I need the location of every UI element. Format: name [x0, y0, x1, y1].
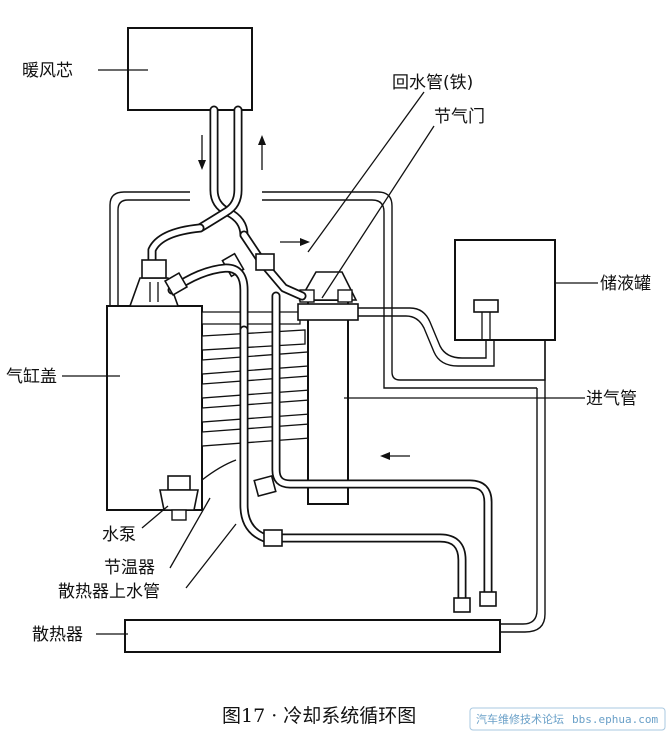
- heater-hoses: [195, 105, 249, 240]
- label-throttle: 节气门: [434, 107, 485, 127]
- label-cylinder-head: 气缸盖: [6, 366, 57, 387]
- intake-manifold-runners: [201, 311, 311, 447]
- throttle-body: [297, 271, 359, 321]
- label-reservoir: 储液罐: [600, 274, 651, 294]
- watermark-url: bbs.ephua.com: [572, 713, 658, 726]
- radiator-box: [124, 619, 501, 653]
- head-bypass-hose: [163, 263, 249, 335]
- reservoir-outlet: [473, 299, 499, 340]
- label-intake-pipe: 进气管: [586, 389, 637, 409]
- reservoir-to-radiator-pipe: [500, 340, 546, 633]
- label-radiator: 散热器: [32, 625, 83, 645]
- heater-flow-arrows: [198, 135, 266, 170]
- label-return-pipe: 回水管(铁): [392, 73, 473, 93]
- intake-pipe-column: [307, 299, 349, 505]
- label-thermostat: 节温器: [104, 558, 155, 578]
- outer-loop-pipe: [109, 191, 546, 389]
- label-radiator-upper-hose: 散热器上水管: [58, 582, 160, 602]
- water-pump: [159, 459, 237, 521]
- head-outlet-fitting: [128, 259, 180, 307]
- label-water-pump: 水泵: [102, 525, 136, 545]
- reservoir-box: [454, 239, 556, 341]
- leader-lines: [62, 69, 598, 635]
- return-pipe-iron: [239, 325, 471, 613]
- throttle-to-reservoir-hose: [358, 307, 495, 367]
- throttle-return-hose: [253, 291, 497, 607]
- heater-core-box: [127, 27, 253, 111]
- watermark-forum: 汽车维修技术论坛: [476, 712, 564, 726]
- watermark: 汽车维修技术论坛 bbs.ephua.com: [469, 707, 666, 731]
- label-heater-core: 暖风芯: [22, 61, 73, 81]
- figure-caption: 图17 · 冷却系统循环图: [222, 705, 416, 727]
- heater-to-head-hose: [147, 223, 205, 267]
